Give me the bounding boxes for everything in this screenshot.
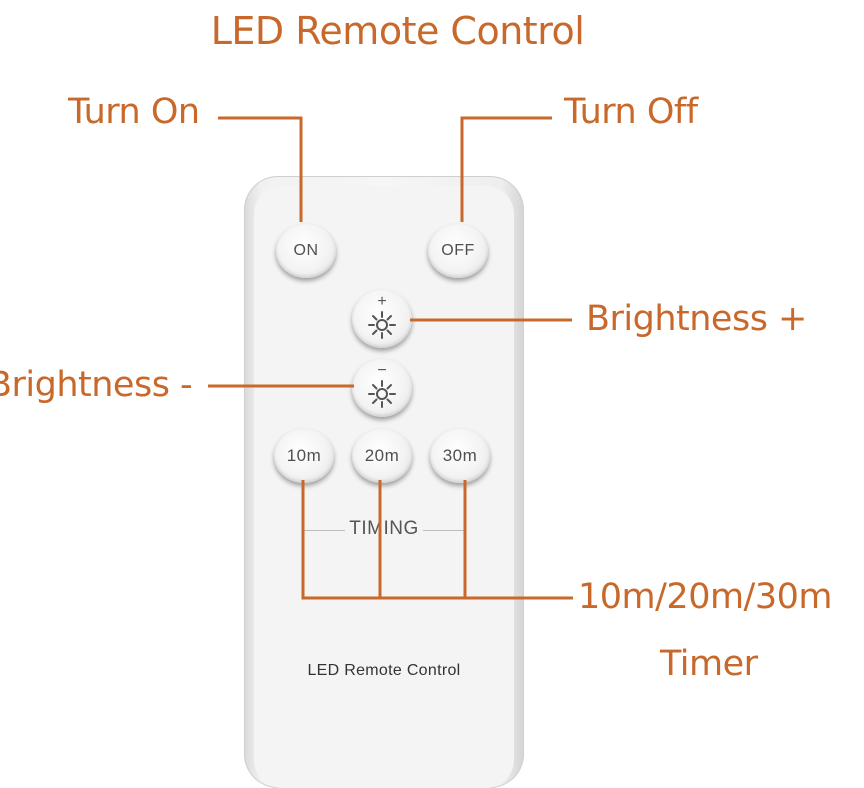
- off-button[interactable]: OFF: [428, 224, 488, 278]
- callout-brightness-plus: Brightness +: [586, 299, 807, 339]
- sun-icon: [368, 380, 396, 408]
- timer-30m-label: 30m: [442, 446, 478, 465]
- on-button-label: ON: [293, 242, 319, 259]
- plus-sign: +: [377, 293, 387, 310]
- brand-label: LED Remote Control: [307, 662, 461, 679]
- callout-turn-on: Turn On: [68, 92, 200, 132]
- brightness-down-button[interactable]: −: [352, 359, 412, 417]
- timer-10m-label: 10m: [286, 446, 322, 465]
- minus-sign: −: [377, 362, 387, 379]
- timer-20m-label: 20m: [364, 446, 400, 465]
- callout-timer: Timer: [660, 644, 758, 684]
- remote-control: ON OFF + − 10m: [244, 176, 524, 788]
- on-button[interactable]: ON: [276, 224, 336, 278]
- timer-10m-button[interactable]: 10m: [274, 429, 334, 483]
- timer-20m-button[interactable]: 20m: [352, 429, 412, 483]
- timing-label: TIMING: [244, 518, 524, 540]
- callout-turn-off: Turn Off: [564, 92, 698, 132]
- timing-label-text: TIMING: [345, 518, 423, 539]
- callout-brightness-minus: Brightness -: [0, 365, 193, 405]
- brightness-up-button[interactable]: +: [352, 290, 412, 348]
- sun-icon: [368, 311, 396, 339]
- timer-30m-button[interactable]: 30m: [430, 429, 490, 483]
- callout-timer-values: 10m/20m/30m: [578, 577, 832, 617]
- remote-face: [254, 186, 514, 788]
- off-button-label: OFF: [441, 242, 475, 259]
- diagram-title: LED Remote Control: [210, 9, 585, 53]
